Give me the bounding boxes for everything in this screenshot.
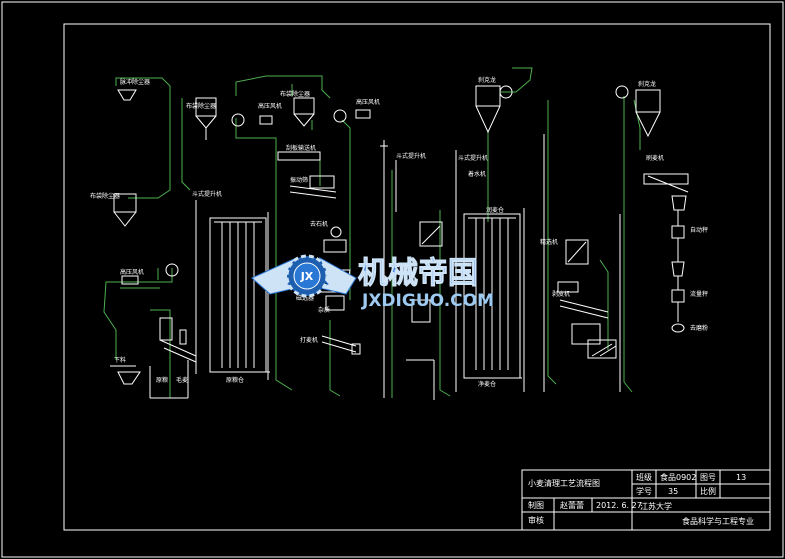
label-tempering: 润麦仓 — [486, 206, 504, 214]
watermark-cn: 机械帝国 — [358, 256, 478, 291]
label-dust-a: 布袋除尘器 — [186, 102, 216, 110]
label-flow: 流量秤 — [690, 290, 708, 298]
pneumatic-pipes — [103, 67, 641, 398]
label-impurity: 杂质 — [318, 306, 330, 314]
label-magnet: 磁选器 — [296, 294, 314, 302]
label-scrubber: 打麦机 — [300, 336, 318, 344]
drawn-value: 赵蕾蕾 — [560, 500, 584, 510]
label-cyclone-1: 脉冲除尘器 — [120, 78, 150, 86]
label-cyclone-3: 刹克龙 — [638, 80, 656, 88]
label-wheat-2: 毛麦 — [176, 376, 188, 384]
label-elevator-3: 斗式提升机 — [458, 154, 488, 162]
reviewed-label: 审核 — [528, 515, 544, 525]
label-bin-2: 净麦仓 — [478, 380, 496, 388]
equipment-symbols — [110, 85, 689, 400]
label-conveyor-1: 刮板输送机 — [286, 144, 316, 152]
label-bin-1: 原粮仓 — [226, 376, 244, 384]
label-fan-left: 高压风机 — [120, 268, 144, 276]
drawing-border — [63, 23, 771, 531]
equipment-labels: 脉冲除尘器 布袋除尘器 高压风机 布袋除尘器 高压风机 布袋除尘器 高压风机 刮… — [90, 76, 708, 388]
label-elevator-1: 斗式提升机 — [192, 190, 222, 198]
label-peeler: 剥皮机 — [552, 290, 570, 298]
label-elevator-2: 斗式提升机 — [396, 152, 426, 160]
label-destoner: 去石机 — [310, 220, 328, 228]
watermark-badge: JX — [300, 270, 314, 283]
title-block — [521, 469, 771, 531]
title-block-text: 小麦清理工艺流程图 班级 食品0902 图号 13 学号 35 比例 制图 赵蕾… — [528, 472, 754, 526]
label-cleaner-1: 振动筛 — [290, 176, 308, 184]
label-damp: 着水机 — [468, 170, 486, 178]
student-no-value: 35 — [668, 487, 678, 496]
label-brush: 刷麦机 — [646, 154, 664, 162]
drawing-no-label: 图号 — [700, 473, 716, 482]
label-mill: 去磨粉 — [690, 324, 708, 332]
drawn-label: 制图 — [528, 500, 544, 510]
class-value: 食品0902 — [660, 472, 696, 482]
university-name: 江苏大学 — [640, 501, 672, 511]
watermark: JX 机械帝国 JXDIGUO.COM — [251, 254, 494, 311]
drawing-no-value: 13 — [736, 473, 746, 482]
class-label: 班级 — [636, 472, 652, 482]
label-fan-b: 高压风机 — [356, 98, 380, 106]
label-cyclone-2: 刹克龙 — [478, 76, 496, 84]
label-dust-b: 布袋除尘器 — [280, 90, 310, 98]
label-intake: 下料 — [114, 356, 126, 364]
major-name: 食品科学与工程专业 — [682, 516, 754, 526]
date-value: 2012. 6. 27 — [596, 501, 642, 510]
watermark-en: JXDIGUO.COM — [361, 291, 494, 311]
label-wheat-1: 原粮 — [156, 376, 168, 384]
scale-label: 比例 — [700, 486, 716, 496]
label-scale: 自动秤 — [690, 226, 708, 234]
cyclone-1-symbol — [117, 89, 137, 101]
label-sorter: 精选机 — [540, 238, 558, 246]
label-dust-left: 布袋除尘器 — [90, 192, 120, 200]
drawing-title: 小麦清理工艺流程图 — [528, 478, 600, 488]
student-no-label: 学号 — [636, 486, 652, 496]
label-fan-a: 高压风机 — [258, 102, 282, 110]
